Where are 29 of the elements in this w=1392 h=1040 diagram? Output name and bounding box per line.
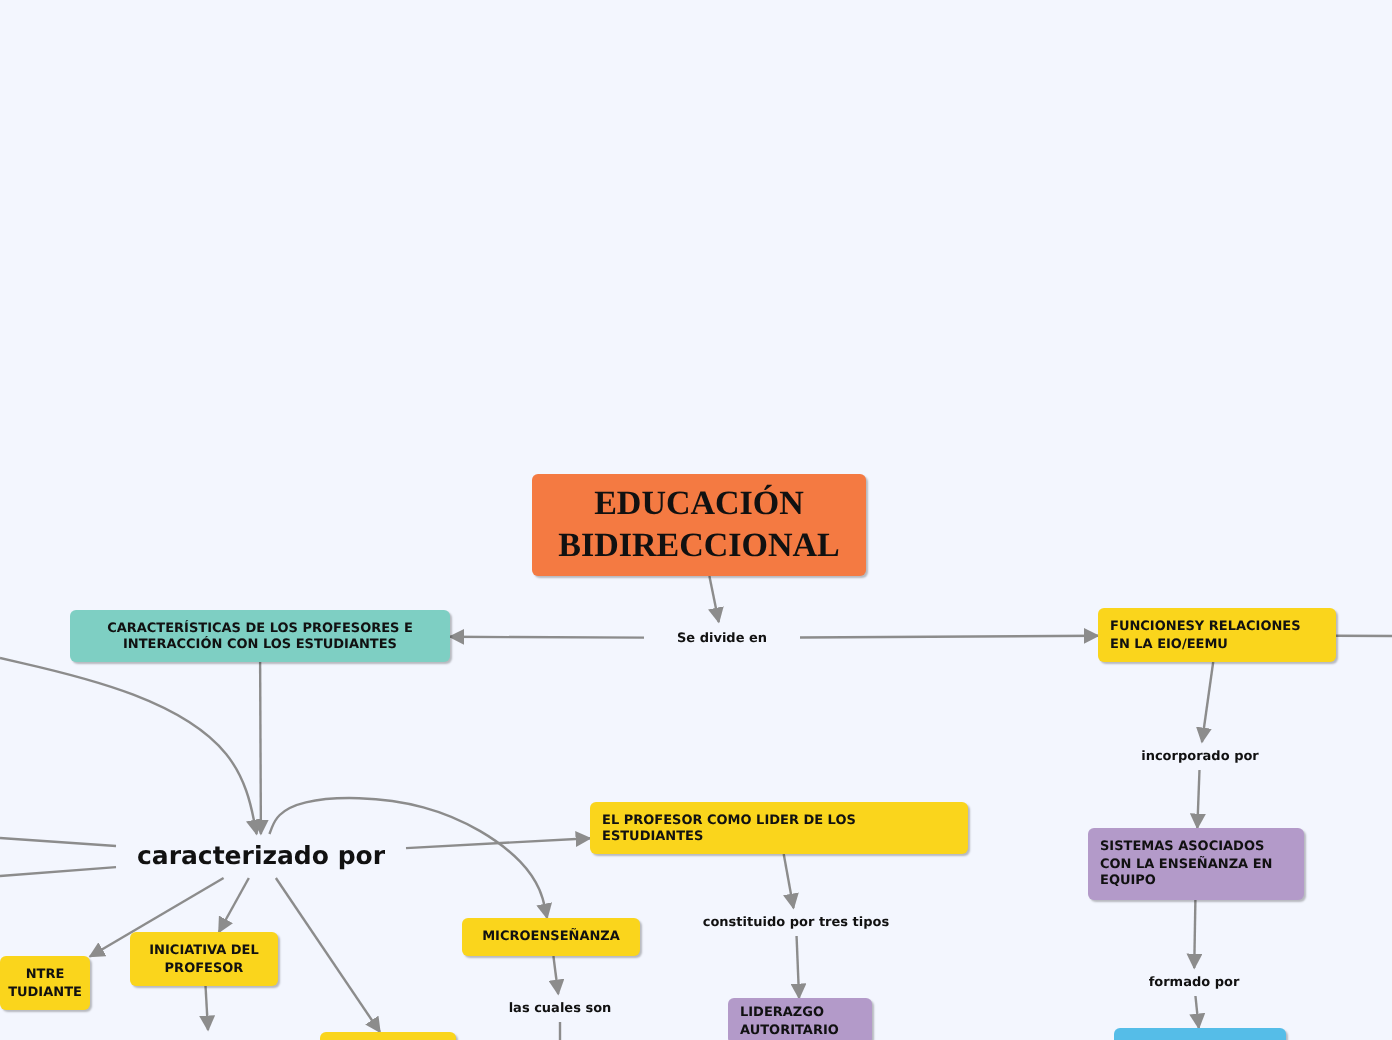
connector-arrow [1186, 899, 1203, 970]
connector-arrow [274, 877, 381, 1034]
connector-arrow [199, 985, 216, 1032]
connector-arrow [268, 796, 553, 920]
connector-arrow [405, 831, 592, 850]
topic-box [1098, 608, 1336, 662]
title-text: EDUCACIÓN BIDIRECCIONAL [556, 484, 842, 566]
topic-box [70, 610, 450, 662]
topic-box [590, 802, 968, 854]
connector-arrow [790, 935, 807, 1000]
topic-box [0, 956, 90, 1010]
connector-arrow [708, 575, 724, 624]
topic-box [462, 918, 640, 956]
connector-arrow [548, 955, 565, 996]
connector-arrow [0, 656, 262, 836]
connector-arrow [800, 627, 1100, 644]
connector-arrow [1189, 769, 1206, 830]
topic-box [130, 932, 278, 986]
connector-arrow [252, 662, 269, 836]
topic-box [728, 998, 872, 1040]
connector-phrase: caracterizado por [136, 839, 386, 873]
title-box [532, 474, 866, 576]
connector-arrow [782, 853, 799, 910]
connector-arrow [1189, 995, 1206, 1030]
connector-arrow [448, 628, 644, 645]
connector-arrow [217, 877, 250, 934]
connector-arrow [88, 876, 225, 958]
topic-box [1088, 828, 1304, 900]
connector-arrow [1196, 661, 1215, 744]
